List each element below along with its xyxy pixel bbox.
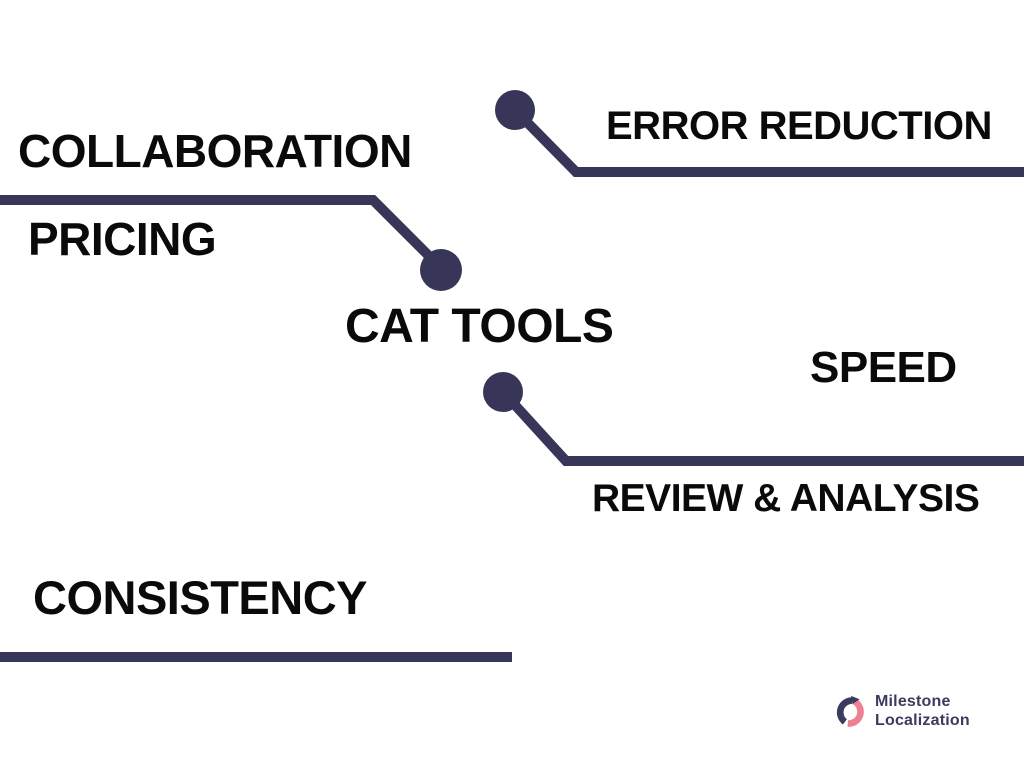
logo-pink-arc: [847, 698, 864, 727]
logo-wordmark-line1: Milestone: [875, 693, 951, 710]
logo-wordmark: Milestone Localization: [875, 692, 970, 730]
collaboration-label: COLLABORATION: [18, 125, 412, 177]
error-reduction-label: ERROR REDUCTION: [606, 104, 992, 148]
logo-wordmark-line2: Localization: [875, 712, 970, 729]
milestone-localization-logo: Milestone Localization: [835, 692, 970, 730]
cat-tools-center-label: CAT TOOLS: [345, 300, 614, 353]
logo-arrow-tip: [851, 695, 860, 704]
collaboration-node-dot: [420, 249, 462, 291]
pricing-label: PRICING: [28, 213, 217, 265]
error-reduction-node-dot: [495, 90, 535, 130]
review-analysis-label: REVIEW & ANALYSIS: [592, 477, 980, 520]
review-analysis-connector-line: [500, 389, 1024, 466]
milestone-logo-circle-icon: [836, 695, 864, 727]
review-analysis-node-dot: [483, 372, 523, 412]
logo-navy-arc: [836, 697, 853, 725]
speed-label: SPEED: [810, 343, 957, 392]
consistency-label: CONSISTENCY: [33, 571, 368, 624]
